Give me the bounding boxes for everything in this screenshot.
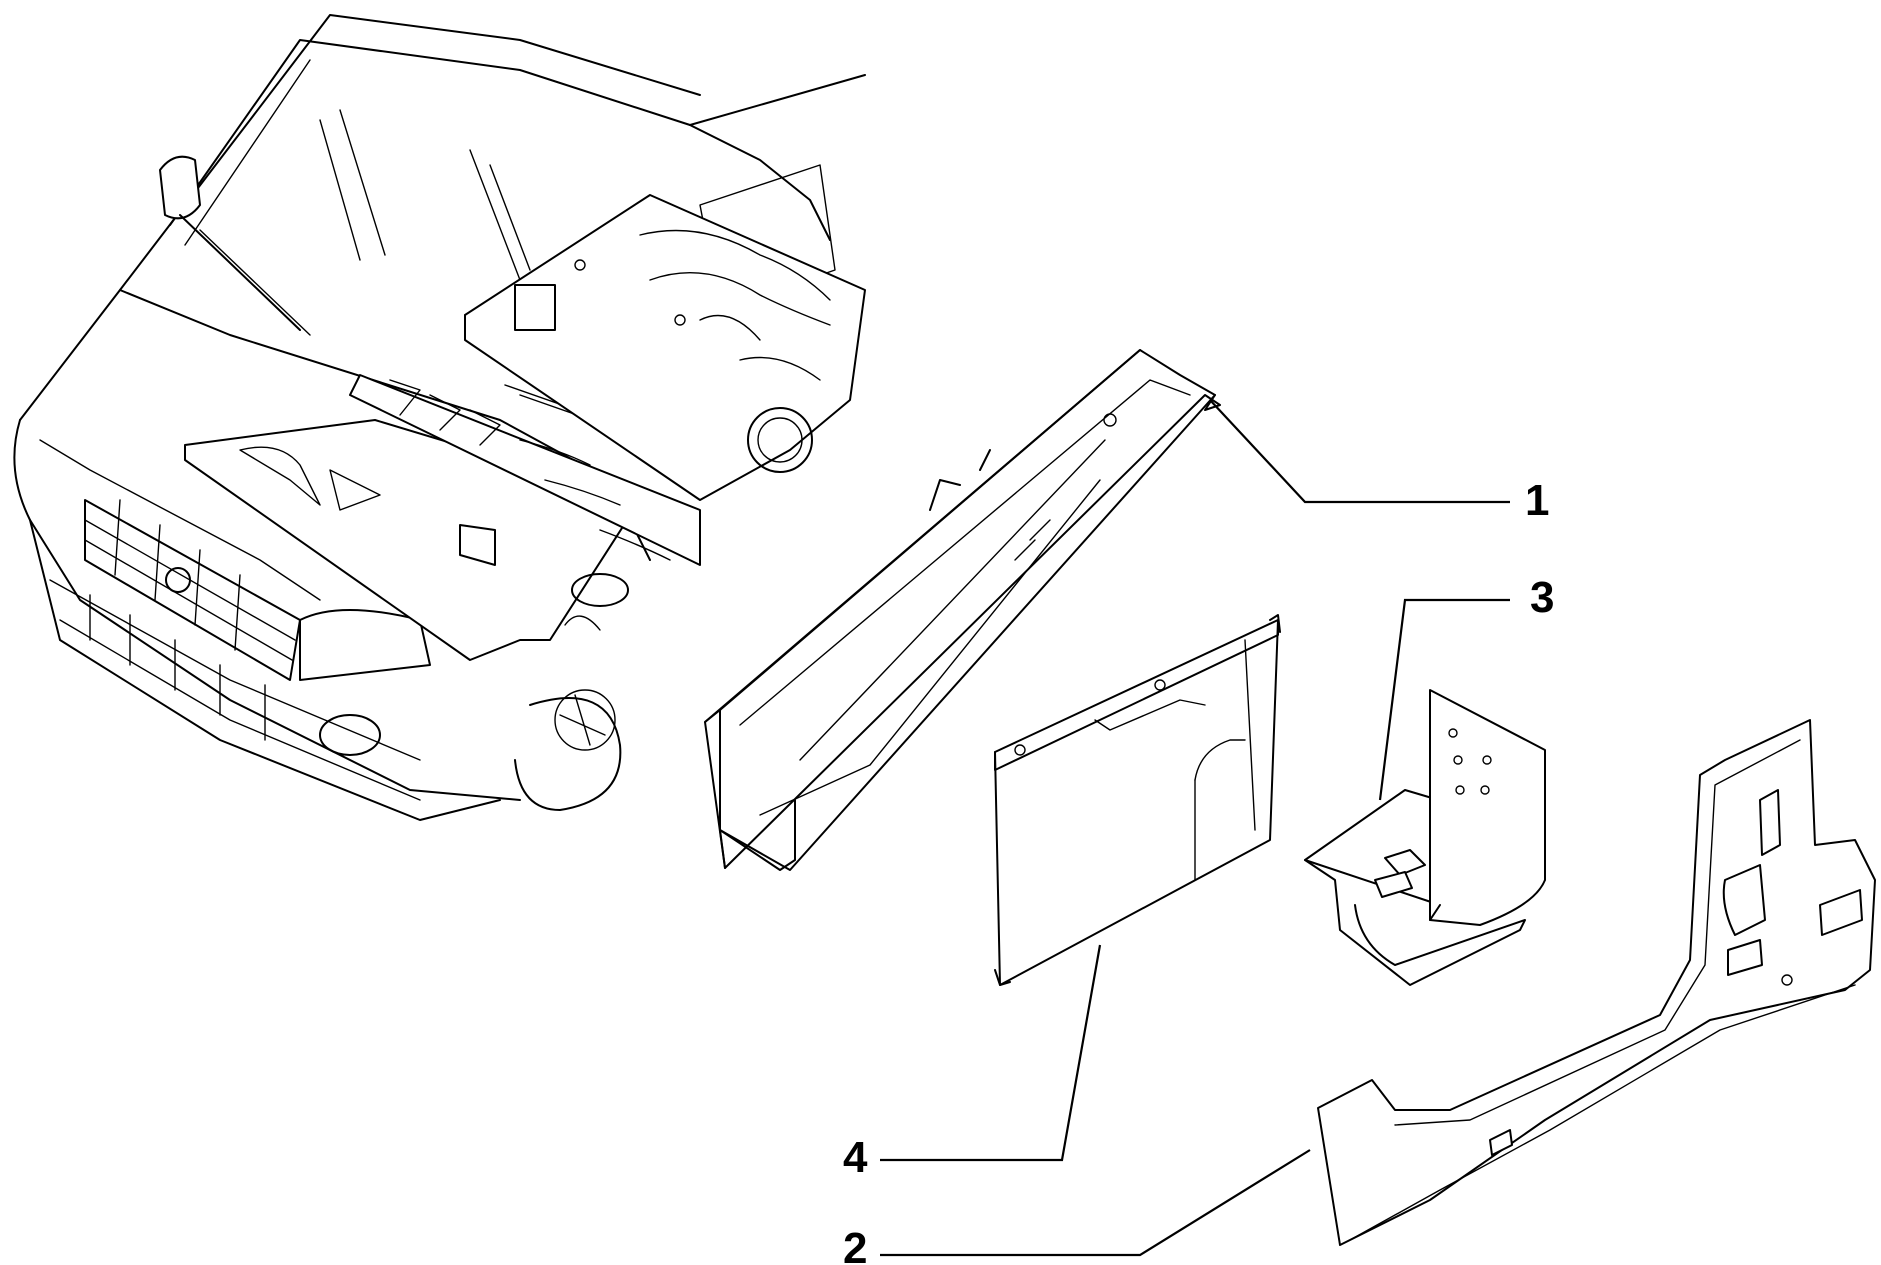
part-4-side-panel: [994, 614, 1281, 986]
leader-line-1: [1209, 399, 1510, 504]
callout-2: 2: [843, 1224, 867, 1265]
part-1-floor-rail: [704, 349, 1221, 871]
callout-labels: 1 3 4 2: [843, 476, 1554, 1265]
leader-line-3: [1378, 598, 1510, 801]
leader-line-2: [880, 1149, 1311, 1257]
part-3-seat-bracket: [1304, 689, 1546, 986]
leader-line-4: [880, 944, 1102, 1162]
callout-3: 3: [1530, 573, 1554, 622]
callout-4: 4: [843, 1133, 868, 1182]
callout-1: 1: [1525, 476, 1549, 525]
leader-lines: [880, 399, 1510, 1257]
part-2-sill-pillar: [1317, 719, 1876, 1246]
van-front-illustration: [13, 14, 866, 821]
